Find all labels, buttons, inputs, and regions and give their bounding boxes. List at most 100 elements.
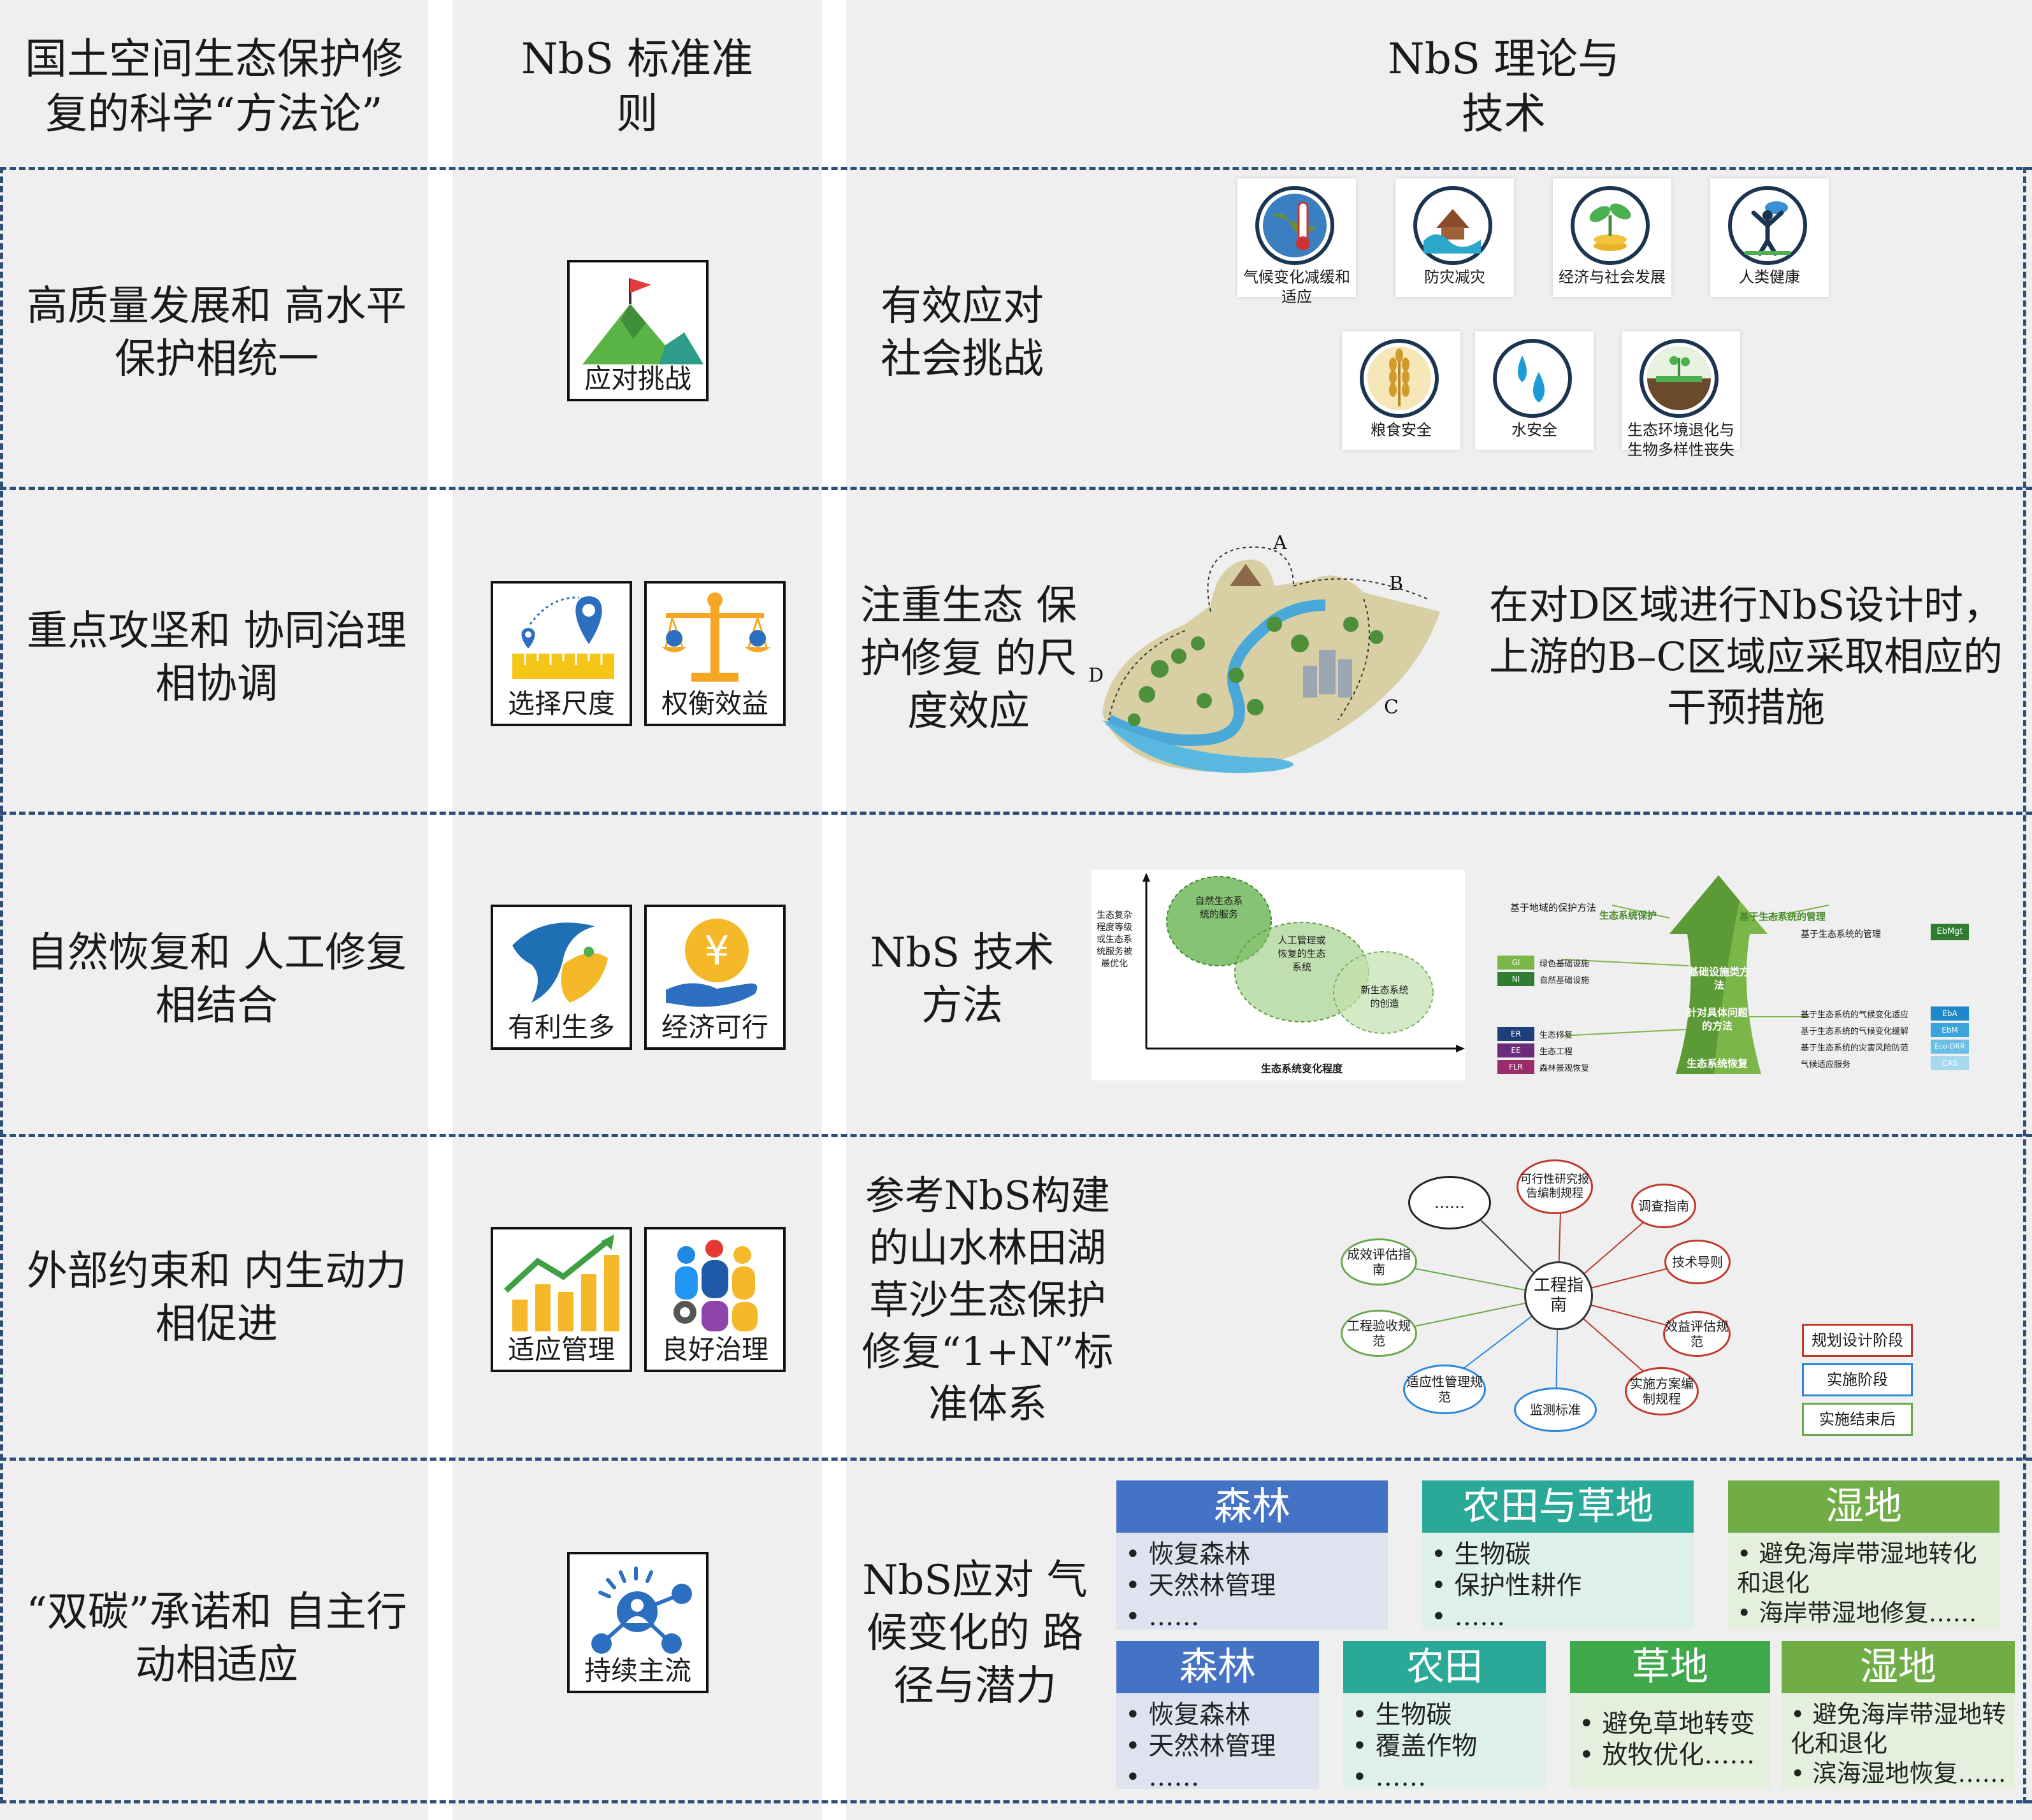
map-label-b: B [1389, 573, 1403, 595]
venn-circle-natural: 自然生态系统的服务 [1195, 895, 1243, 920]
icon-caption: 良好治理 [661, 1334, 768, 1365]
tag-ee: EE [1497, 1043, 1534, 1057]
card-item: • 避免草地转变 [1579, 1709, 1755, 1738]
tag-gi-text: 绿色基础设施 [1539, 959, 1590, 969]
challenge-label: 经济与社会发展 [1559, 268, 1666, 286]
card-body: • 避免海岸带湿地转化和退化 • 滨海湿地恢复…… [1791, 1700, 2010, 1788]
arrow-mid1: 基础设施类方法 [1688, 966, 1750, 991]
arrow-right-top-tag: EbMgt [1931, 924, 1969, 940]
card-item: • 避免海岸带湿地转化和退化 [1791, 1700, 2007, 1758]
arrow-right-top-item: 基于生态系统的管理 [1801, 929, 1881, 940]
green-arrow [1560, 875, 1829, 1074]
card-item: • …… [1431, 1601, 1506, 1631]
challenge-label: 防灾减灾 [1424, 268, 1485, 286]
arrow-mid2: 针对具体问题的方法 [1686, 1007, 1748, 1032]
card-grass-bottom: 草地 • 避免草地转变 • 放牧优化…… [1570, 1641, 1770, 1789]
scale-statement: 在对D区域进行NbS设计时，上游的B–C区域应采取相应的干预措施 [1488, 582, 2003, 731]
ecosystem-change-chart: 生态复杂程度等级或生态系统服务被最优化 自然生态系统的服务 人工管理或恢复的生态… [1092, 870, 1465, 1080]
node-feasibility: 可行性研究报告编制规程 [1517, 1159, 1593, 1214]
icon-caption: 有利生多 [507, 1012, 615, 1043]
card-body: • 生物碳 • 覆盖作物 • …… [1352, 1700, 1541, 1793]
card-title: 农田与草地 [1422, 1480, 1694, 1533]
tag-ee-text: 生态工程 [1539, 1047, 1573, 1057]
row-frame [0, 167, 2026, 1803]
card-item: • 生物碳 [1431, 1540, 1531, 1569]
tag-ni-text: 自然基础设施 [1539, 976, 1590, 985]
people-gear-icon [674, 1240, 758, 1331]
chart-y-label: 生态复杂程度等级或生态系统服务被最优化 [1097, 910, 1132, 969]
card-title: 森林 [1116, 1641, 1319, 1693]
tag-eba: EbA [1931, 1007, 1969, 1021]
challenge-health: 人类健康 [1710, 178, 1829, 297]
right-item-ecodrr: 基于生态系统的灾害风险防范 [1801, 1043, 1909, 1053]
right-item-cas: 气候适应服务 [1801, 1060, 1851, 1070]
card-item: • 避免海岸带湿地转化和退化 [1737, 1540, 1977, 1598]
card-body: • 恢复森林 • 天然林管理 • …… [1125, 1539, 1383, 1632]
card-item: • 放牧优化…… [1579, 1740, 1755, 1770]
icon-caption: 适应管理 [507, 1334, 615, 1365]
node-monitoring: 监测标准 [1514, 1387, 1597, 1432]
column-1-bg [0, 0, 428, 1820]
legend-planning: 规划设计阶段 [1802, 1324, 1913, 1357]
challenge-biodiversity: 生态环境退化与生物多样性丧失 [1622, 331, 1740, 459]
card-item: • 保护性耕作 [1431, 1570, 1582, 1600]
card-body: • 避免草地转变 • 放牧优化…… [1579, 1709, 1765, 1771]
icon-caption: 选择尺度 [507, 688, 615, 719]
node-implementation: 实施方案编制规程 [1625, 1367, 1699, 1415]
landscape-map-icon: A B C D [1088, 532, 1440, 773]
tag-ecodrr: Eco-DRR [1931, 1040, 1969, 1054]
method-1: 有效应对 社会挑战 [881, 283, 1044, 383]
card-title: 湿地 [1728, 1480, 2000, 1533]
divider [0, 812, 2032, 815]
right-item-ebm: 基于生态系统的气候变化缓解 [1801, 1027, 1909, 1036]
network-person-icon [591, 1566, 692, 1654]
icon-caption: 经济可行 [661, 1012, 768, 1043]
card-item: • 覆盖作物 [1352, 1731, 1478, 1761]
icon-card-economic: ¥ 经济可行 [644, 905, 786, 1050]
icon-card-mainstream: 持续主流 [567, 1552, 709, 1693]
svg-text:¥: ¥ [704, 928, 729, 974]
legend-implementation: 实施阶段 [1802, 1363, 1913, 1396]
map-label-d: D [1088, 664, 1104, 687]
tag-gi: GI [1497, 956, 1534, 970]
card-forest-bottom: 森林 • 恢复森林 • 天然林管理 • …… [1116, 1641, 1319, 1792]
challenge-disaster: 防灾减灾 [1395, 178, 1514, 297]
icon-caption: 持续主流 [584, 1655, 691, 1686]
node-tech-guide: 技术导则 [1664, 1240, 1731, 1284]
nbs-approach-arrow: 基于地域的保护方法 生态系统保护 基于生态系统的管理 基于生态系统的管理 EbM… [1485, 870, 2020, 1080]
card-item: • 恢复森林 [1125, 1700, 1251, 1730]
icon-card-governance: 良好治理 [644, 1227, 786, 1372]
card-item: • 恢复森林 [1125, 1540, 1251, 1569]
method-5: NbS应对 气候变化的 路径与潜力 [862, 1557, 1088, 1710]
challenge-label: 水安全 [1511, 421, 1557, 439]
water-drop-icon [1493, 339, 1572, 418]
ruler-location-icon [512, 596, 614, 679]
plant-coins-icon [1571, 186, 1650, 265]
tag-er: ER [1497, 1027, 1534, 1041]
card-item: • …… [1352, 1762, 1427, 1792]
legend-post: 实施结束后 [1802, 1403, 1913, 1436]
thermometer-globe-icon [1255, 186, 1334, 265]
tag-er-text: 生态修复 [1539, 1031, 1573, 1040]
icon-card-biodiversity: 有利生多 [491, 905, 632, 1050]
node-acceptance: 工程验收规范 [1341, 1310, 1417, 1357]
arrow-bottom: 生态系统恢复 [1686, 1057, 1748, 1070]
card-farm-bottom: 农田 • 生物碳 • 覆盖作物 • …… [1343, 1641, 1546, 1792]
method-2: 注重生态 保护修复 的尺度效应 [860, 582, 1077, 736]
tag-ebm: EbM [1931, 1023, 1969, 1037]
node-adaptive: 适应性管理规范 [1403, 1365, 1486, 1414]
card-item: • 生物碳 [1352, 1700, 1452, 1730]
icon-card-scale: 选择尺度 [491, 581, 632, 726]
header-standard: NbS 标准准则 [521, 34, 754, 138]
divider [0, 1800, 2032, 1803]
chart-x-label: 生态系统变化程度 [1260, 1063, 1343, 1075]
icon-card-challenge: 应对挑战 [567, 260, 709, 401]
card-title: 湿地 [1782, 1641, 2015, 1693]
map-label-a: A [1272, 532, 1287, 554]
icon-caption: 权衡效益 [661, 688, 768, 719]
challenge-water: 水安全 [1475, 331, 1594, 450]
hand-coin-icon: ¥ [666, 919, 758, 1007]
arrow-top-mid: 生态系统保护 [1599, 910, 1657, 921]
card-item: • …… [1125, 1601, 1200, 1631]
balance-scale-icon [662, 592, 770, 682]
